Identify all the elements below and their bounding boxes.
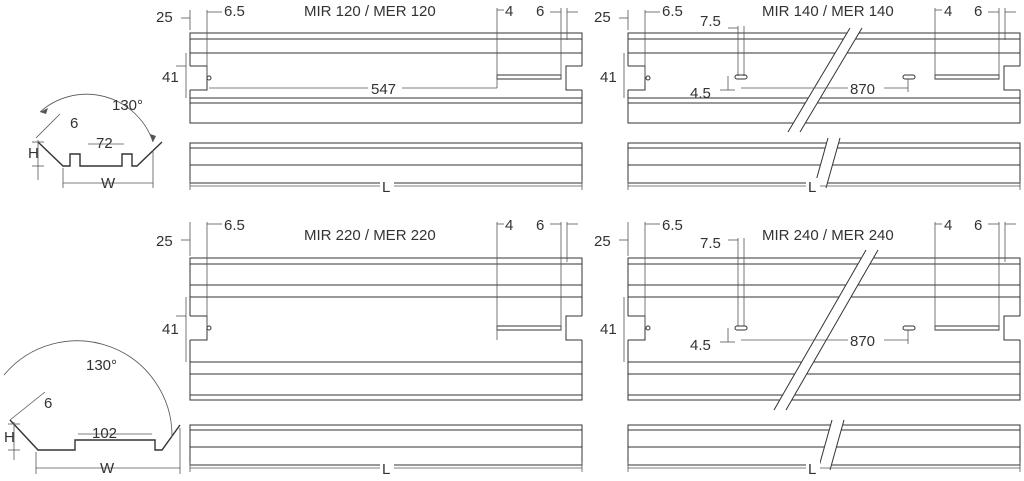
- profile-angle-label: 130°: [86, 357, 117, 374]
- dim-6-5: 6.5: [224, 217, 245, 234]
- dim-4-5: 4.5: [690, 337, 711, 354]
- panel-mir-240: MIR 240 / MER 240 25 6.5 41 7.5: [594, 217, 1024, 478]
- dim-41: 41: [600, 321, 617, 338]
- panel-mir-220: MIR 220 / MER 220 25 6.5 41 4 6: [156, 217, 586, 478]
- panel-title: MIR 220 / MER 220: [304, 227, 436, 244]
- dim-6-5: 6.5: [662, 3, 683, 20]
- panel-title: MIR 240 / MER 240: [762, 227, 894, 244]
- dim-length: L: [382, 179, 390, 196]
- profile-height-label: H: [4, 429, 15, 446]
- dim-6: 6: [536, 3, 544, 20]
- dim-870: 870: [850, 81, 875, 98]
- dim-length: L: [808, 461, 816, 478]
- dim-6: 6: [974, 3, 982, 20]
- dim-6-5: 6.5: [224, 3, 245, 20]
- panel-mir-120: MIR 120 / MER 120 25 6.5 41 547: [156, 3, 586, 196]
- dim-6: 6: [536, 217, 544, 234]
- dim-4: 4: [505, 3, 513, 20]
- dim-25: 25: [594, 9, 611, 26]
- profile-lip-label: 6: [70, 115, 78, 132]
- profile-bottom-label: 72: [96, 135, 113, 152]
- profile-bottom-label: 102: [92, 425, 117, 442]
- profile-section-mir-120: 130° 6 72 H W: [28, 93, 163, 192]
- dim-4-5: 4.5: [690, 85, 711, 102]
- dim-7-5: 7.5: [700, 13, 721, 30]
- profile-section-mir-220: 130° 6 102 H W: [3, 340, 181, 477]
- dim-7-5: 7.5: [700, 235, 721, 252]
- dim-25: 25: [156, 9, 173, 26]
- dim-4: 4: [944, 3, 952, 20]
- dim-41: 41: [162, 321, 179, 338]
- dim-25: 25: [156, 233, 173, 250]
- panel-title: MIR 120 / MER 120: [304, 3, 436, 20]
- profile-lip-label: 6: [44, 395, 52, 412]
- dim-6-5: 6.5: [662, 217, 683, 234]
- dim-4: 4: [944, 217, 952, 234]
- profile-angle-label: 130°: [112, 97, 143, 114]
- dim-length: L: [382, 461, 390, 478]
- dim-870: 870: [850, 333, 875, 350]
- profile-height-label: H: [28, 145, 39, 162]
- dim-6: 6: [974, 217, 982, 234]
- dim-41: 41: [600, 69, 617, 86]
- profile-width-label: W: [101, 175, 116, 192]
- dim-length: L: [808, 179, 816, 196]
- dim-547: 547: [371, 81, 396, 98]
- panel-title: MIR 140 / MER 140: [762, 3, 894, 20]
- panel-mir-140: MIR 140 / MER 140 25 6.5 41 7.5: [594, 3, 1024, 196]
- profile-width-label: W: [100, 460, 115, 477]
- dim-41: 41: [162, 69, 179, 86]
- dim-25: 25: [594, 233, 611, 250]
- dim-4: 4: [505, 217, 513, 234]
